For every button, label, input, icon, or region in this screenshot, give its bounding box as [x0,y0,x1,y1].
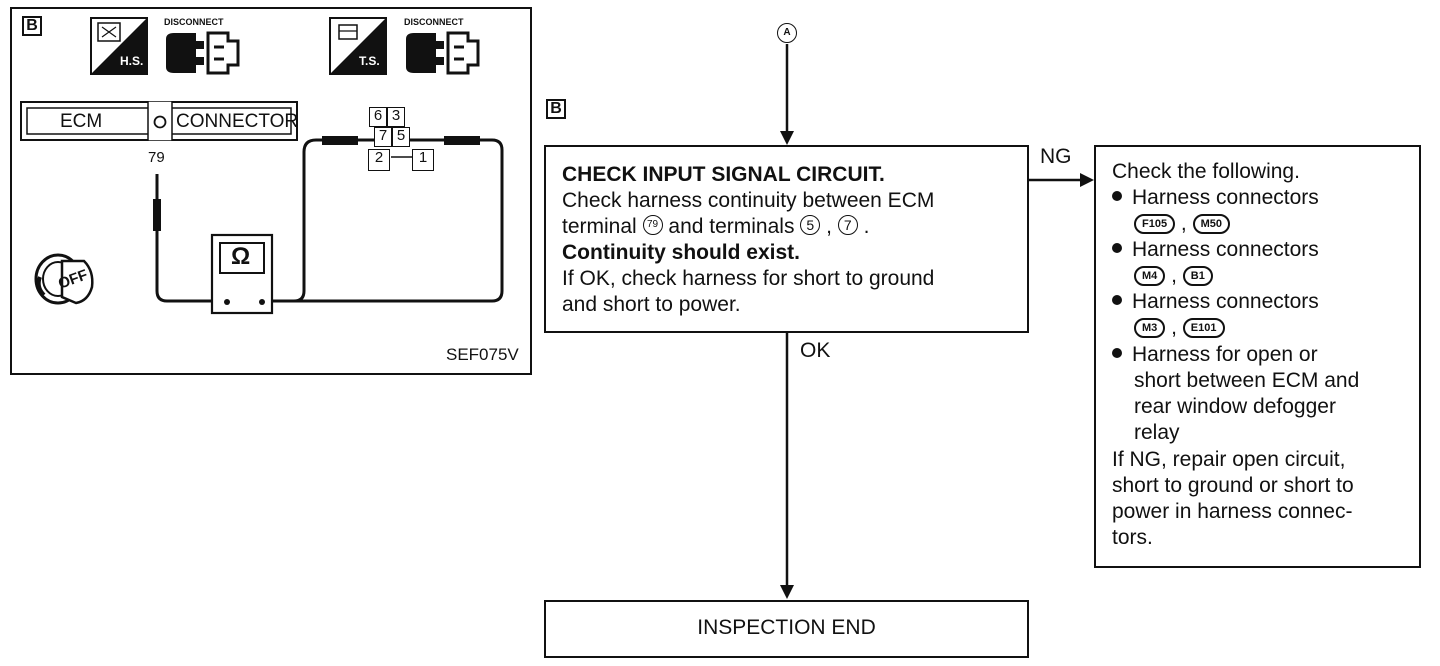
ecm-label: ECM [60,111,103,132]
ng-action-box: Check the following. Harness connectors … [1094,145,1421,568]
ng-footer-line-3: power in harness connec- [1112,500,1353,523]
ng-item-4-line-3: rear window defogger [1134,395,1336,418]
flow-section-label: B [546,99,566,119]
disconnect-connector-icon [402,29,484,77]
ohm-symbol: Ω [231,243,251,270]
bullet-icon [1112,191,1122,202]
ng-item-1-connectors: F105 , M50 [1134,211,1230,237]
ng-item-2-connectors: M4 , B1 [1134,263,1213,289]
inspection-end-label: INSPECTION END [697,616,876,639]
ts-label: T.S. [359,54,380,68]
bullet-icon [1112,243,1122,254]
step-line-2: terminal 79 and terminals 5 , 7 . [562,213,870,240]
ng-item-3: Harness connectors [1112,289,1319,315]
ignition-key-icon: OFF [32,247,96,309]
ng-footer-line-4: tors. [1112,526,1153,549]
ok-label: OK [800,339,831,362]
connector-label: CONNECTOR [176,111,299,132]
figure-section-label: B [22,16,42,36]
pin-5: 5 [392,127,410,147]
step-line-3: Continuity should exist. [562,241,801,264]
connector-badge: M4 [1134,266,1166,287]
terminal-79-label: 79 [148,149,165,166]
step-line-5: and short to power. [562,293,741,316]
terminal-5-mark: 5 [800,215,821,236]
pin-3: 3 [387,107,405,127]
bullet-icon [1112,348,1122,359]
pin-2: 2 [368,149,390,171]
step-line-2-sep: , [826,215,832,238]
connector-badge: E101 [1182,318,1225,339]
pin-1: 1 [412,149,434,171]
ng-item-1: Harness connectors [1112,185,1319,211]
bullet-icon [1112,295,1122,306]
connector-badge: M50 [1192,214,1230,235]
step-line-1: Check harness continuity between ECM [562,189,935,212]
step-line-2-end: . [863,215,870,238]
ng-item-2: Harness connectors [1112,237,1319,263]
connector-badge: F105 [1134,214,1176,235]
disconnect-label: DISCONNECT [164,17,224,27]
figure-code: SEF075V [446,345,519,364]
step-line-4: If OK, check harness for short to ground [562,267,935,290]
tool-box-icon: T.S. [329,17,387,75]
connector-a: A [777,23,797,43]
step-line-2-b: and terminals [668,215,795,238]
disconnect-label: DISCONNECT [404,17,464,27]
step-line-2-a: terminal [562,215,637,238]
ng-item-4: Harness for open or [1112,342,1318,368]
ng-item-3-connectors: M3 , E101 [1134,315,1225,341]
hand-tool-icon: H.S. [90,17,148,75]
inspection-end-box: INSPECTION END [544,600,1029,658]
wiring-figure: B H.S. DISCONNECT T.S. DIS [10,7,532,375]
ng-item-4-line-2: short between ECM and [1134,369,1360,392]
connector-badge: B1 [1182,266,1213,287]
disconnect-connector-icon [162,29,244,77]
wiring-harness [153,136,504,315]
ecm-connector: ECM CONNECTOR [20,101,298,141]
ng-footer-line-1: If NG, repair open circuit, [1112,448,1346,471]
pin-6: 6 [369,107,387,127]
terminal-79-mark: 79 [642,215,663,236]
ng-label: NG [1040,145,1072,168]
connector-badge: M3 [1134,318,1166,339]
terminal-7-mark: 7 [837,215,858,236]
hs-label: H.S. [120,54,144,68]
ng-heading: Check the following. [1112,160,1300,183]
pin-7: 7 [374,127,392,147]
check-step-box: CHECK INPUT SIGNAL CIRCUIT. Check harnes… [544,145,1029,333]
ng-footer-line-2: short to ground or short to [1112,474,1354,497]
step-title: CHECK INPUT SIGNAL CIRCUIT. [562,163,885,186]
ng-item-4-line-4: relay [1134,421,1180,444]
